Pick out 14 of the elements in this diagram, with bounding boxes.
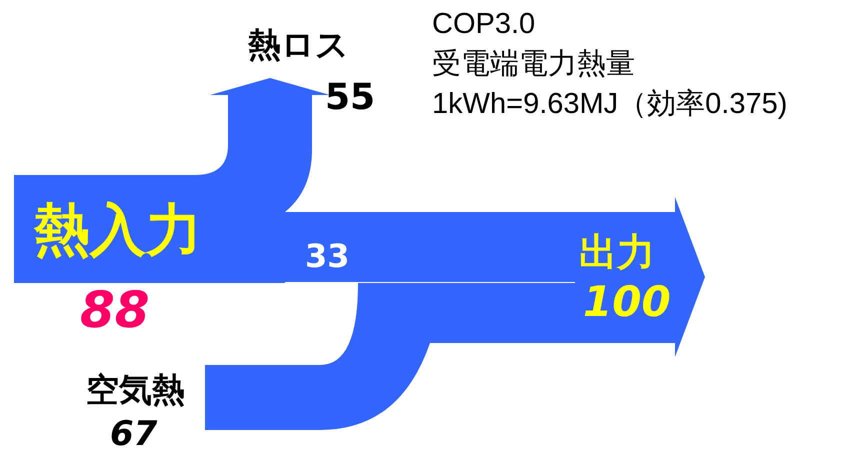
flow-band: [285, 212, 575, 282]
flow-band: [205, 283, 575, 430]
bar-label: 熱入力: [34, 203, 202, 259]
flow-label: 空気熱: [86, 373, 185, 406]
note-text: 受電端電力熱量: [432, 50, 635, 79]
arrow-label: 100: [583, 281, 671, 323]
value-label: 88: [80, 285, 150, 335]
note-text: COP3.0: [432, 10, 536, 39]
arrow-label: 出力: [579, 233, 655, 271]
value-label: 67: [110, 417, 158, 450]
note-text: 1kWh=9.63MJ（効率0.375): [432, 90, 788, 119]
output-arrow: [575, 197, 705, 357]
value-label: 55: [325, 80, 376, 116]
flow-label: 熱ロス: [248, 28, 349, 61]
